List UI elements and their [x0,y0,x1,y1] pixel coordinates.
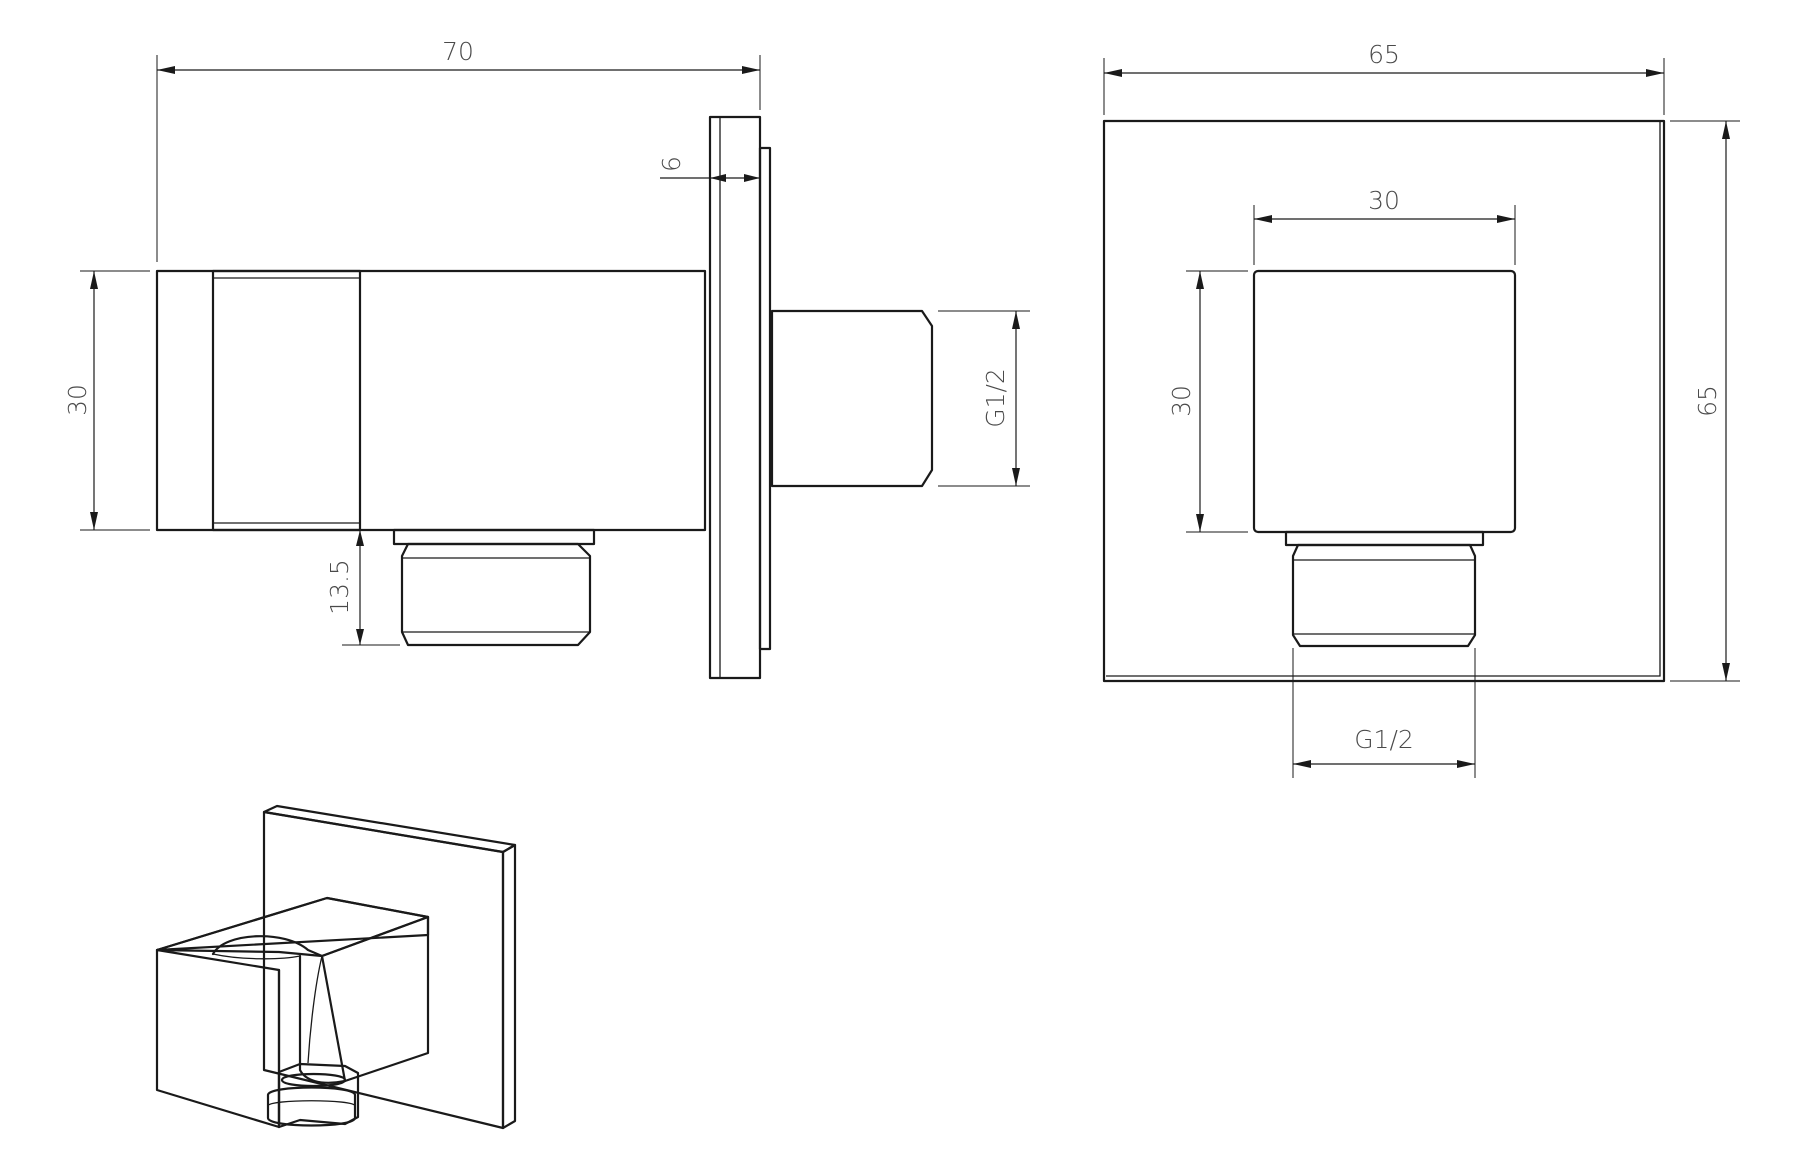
outlet-collar-front [1284,530,1485,547]
holder-cutout [211,269,362,532]
iso-block-side [320,915,430,1083]
dim-overall-length: 70 [442,37,474,66]
dim-body-height: 30 [63,384,92,416]
dim-plate-height: 65 [1693,385,1722,417]
dim-plate-width: 65 [1368,40,1400,69]
iso-plate-side [501,843,517,1130]
isometric-view [155,804,517,1130]
body-square [1252,269,1517,534]
iso-outlet-nut [266,1086,357,1127]
rear-thread [770,309,934,488]
front-view: 65 65 30 30 G1/2 [1102,40,1740,778]
iso-cradle-opening [211,935,324,958]
holder-body [155,269,707,532]
dim-body-height-front: 30 [1167,385,1196,417]
dim-flange-thickness: 6 [657,156,686,172]
dim-outlet-thread: G1/2 [1354,725,1414,754]
dim-outlet-depth: 13.5 [325,559,354,615]
dim-rear-thread: G1/2 [981,368,1010,428]
iso-plate-top [262,804,517,854]
flange-rim [758,146,772,651]
side-view: 70 6 30 13.5 G1/2 [63,37,1030,680]
wall-plate [1102,119,1666,683]
outlet-collar [392,528,596,546]
outlet-nut-front [1291,543,1477,648]
dim-body-width: 30 [1368,186,1400,215]
iso-block-front [155,948,281,1129]
wall-flange [708,115,762,680]
outlet-nut [400,542,592,647]
